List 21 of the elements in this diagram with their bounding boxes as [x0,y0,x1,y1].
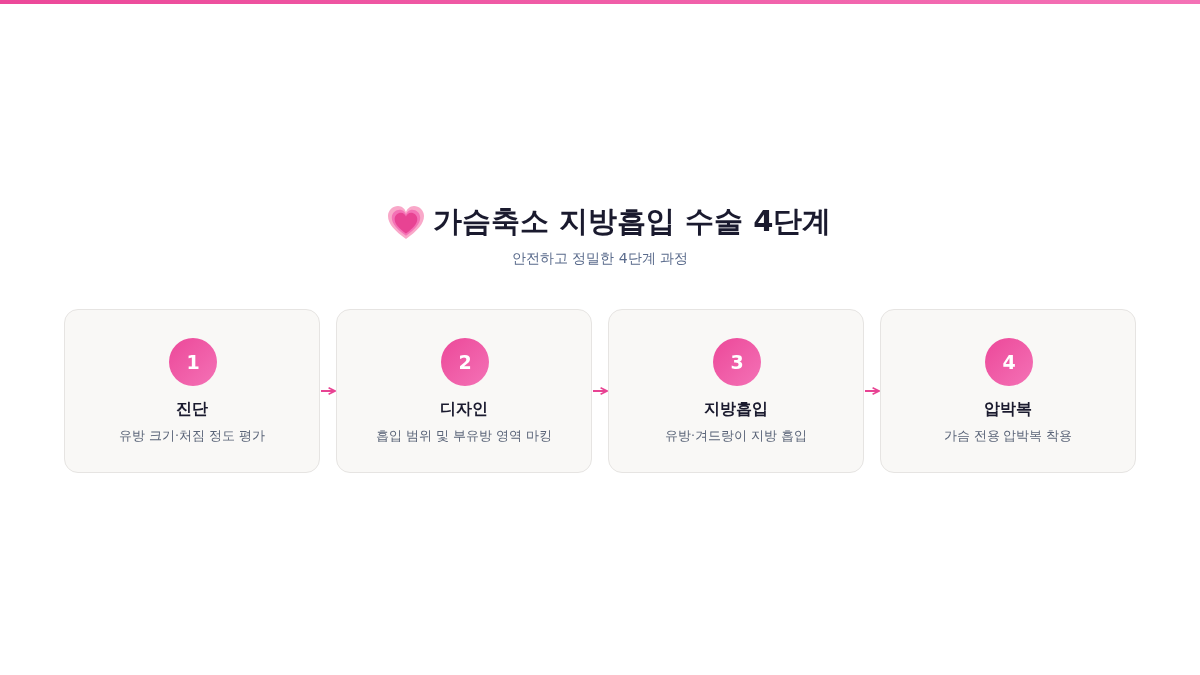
subtitle: 안전하고 정밀한 4단계 과정 [510,250,690,268]
arrow [592,387,608,395]
step-title: 진단 [176,399,208,420]
step-description: 유방·겨드랑이 지방 흡입 [665,428,807,445]
step-number: 1 [169,338,217,386]
step-number: 2 [441,338,489,386]
step-card [880,309,1136,473]
step-title: 압박복 [984,399,1032,420]
step-title: 디자인 [440,399,488,420]
step-title: 지방흡입 [704,399,768,420]
step-card [64,309,320,473]
step-card [608,309,864,473]
arrow [320,387,336,395]
step-card [336,309,592,473]
step-number: 4 [985,338,1033,386]
step-description: 흡입 범위 및 부유방 영역 마킹 [376,428,552,445]
step-number: 3 [713,338,761,386]
arrow [864,387,880,395]
step-description: 가슴 전용 압박복 착용 [943,428,1073,445]
step-description: 유방 크기·처짐 정도 평가 [119,428,265,445]
title: 가슴축소 지방흡입 수술 4단계 [433,203,832,240]
